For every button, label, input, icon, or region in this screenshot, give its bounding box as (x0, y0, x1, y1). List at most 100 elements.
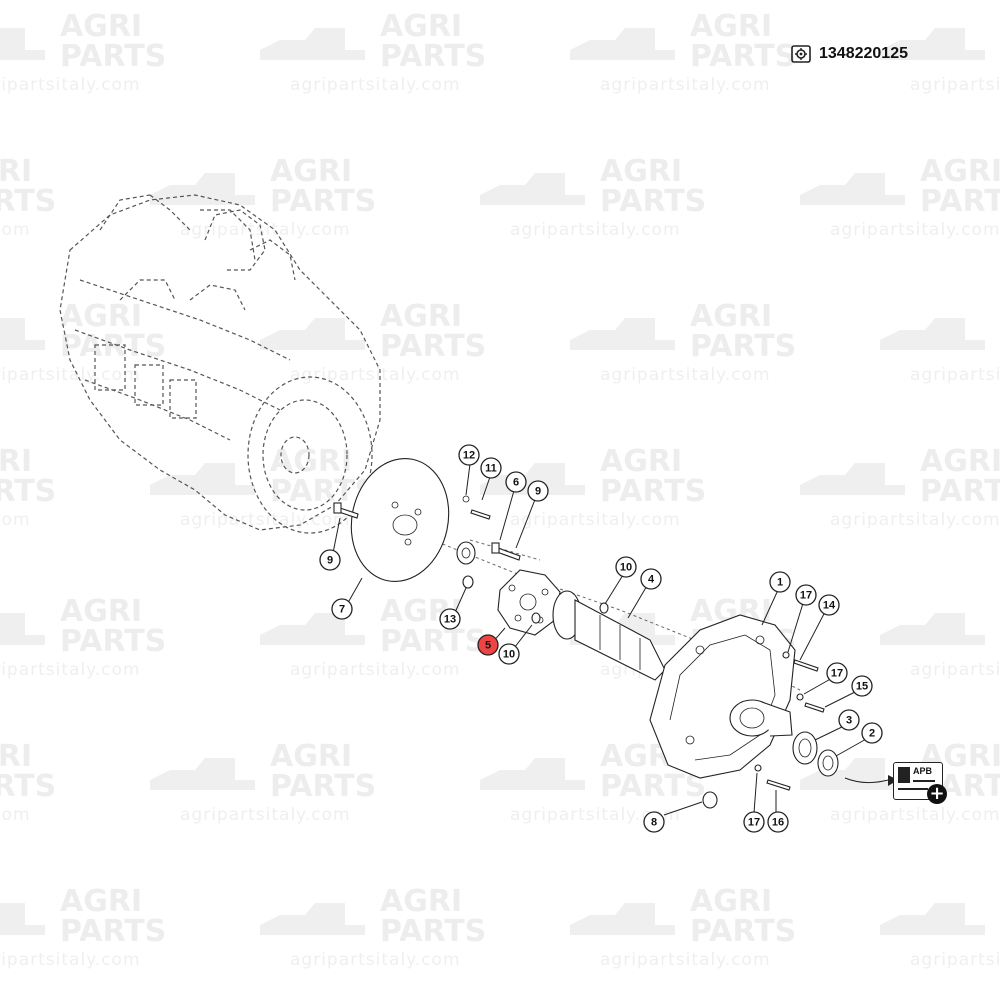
watermark-tractor-icon (260, 318, 365, 350)
watermark-url: agripartsitaly.com (600, 365, 771, 385)
watermark-url: agripartsitaly.com (0, 950, 141, 970)
watermark-url: agripartsitaly.com (830, 220, 1000, 240)
watermark-tractor-icon (0, 613, 45, 645)
callout-label: 10 (620, 562, 632, 574)
watermark-tractor-icon (0, 28, 45, 60)
watermark-line1: AGRI (690, 884, 772, 919)
callout-11[interactable]: 11 (480, 457, 502, 479)
callout-16[interactable]: 16 (767, 811, 789, 833)
watermark-url: agripartsitaly.com (180, 805, 351, 825)
watermark-line1: AGRI (380, 9, 462, 44)
watermark-url: agripartsitaly.com (0, 365, 141, 385)
callout-9[interactable]: 9 (319, 549, 341, 571)
watermark-line1: AGRI (380, 884, 462, 919)
watermark-line1: AGRI (690, 299, 772, 334)
watermark-line1: AGRI (380, 299, 462, 334)
watermark-line1: AGRI (920, 154, 1000, 189)
watermark-line2: PARTS (690, 39, 796, 74)
watermark-url: agripartsitaly.com (510, 510, 681, 530)
callout-label: 12 (463, 450, 475, 462)
callout-17[interactable]: 17 (743, 811, 765, 833)
callout-8[interactable]: 8 (643, 811, 665, 833)
watermark-line2: PARTS (690, 329, 796, 364)
pump-housing (649, 614, 796, 779)
callout-label: 5 (485, 640, 491, 652)
part-number: 1348220125 (819, 45, 908, 62)
apb-badge-text: APB (913, 766, 933, 776)
watermark-line2: PARTS (920, 184, 1000, 219)
badge-arrow (844, 777, 889, 784)
callout-2[interactable]: 2 (861, 722, 883, 744)
callout-13[interactable]: 13 (439, 608, 461, 630)
callout-label: 17 (748, 817, 760, 829)
watermark-line2: PARTS (60, 914, 166, 949)
plug (702, 791, 718, 809)
callout-circle (826, 662, 848, 684)
callout-circle (477, 634, 499, 656)
callout-circle (505, 471, 527, 493)
nut-left (531, 612, 541, 624)
watermark-line2: PARTS (380, 329, 486, 364)
callout-12[interactable]: 12 (458, 444, 480, 466)
callout-circle (767, 811, 789, 833)
watermark-line1: AGRI (600, 444, 682, 479)
callout-4[interactable]: 4 (640, 568, 662, 590)
callout-3[interactable]: 3 (838, 709, 860, 731)
screw-15 (804, 702, 825, 713)
callout-5[interactable]: 5 (477, 634, 499, 656)
watermark-line2: PARTS (920, 474, 1000, 509)
watermark-line1: AGRI (270, 739, 352, 774)
callout-label: 15 (856, 681, 868, 693)
watermark-url: agripartsitaly.com (510, 220, 681, 240)
callout-circle (439, 608, 461, 630)
callout-circle (795, 584, 817, 606)
watermark-tractor-icon (880, 318, 985, 350)
watermark-tractor-icon (150, 173, 255, 205)
callout-circle (851, 675, 873, 697)
callout-6[interactable]: 6 (505, 471, 527, 493)
callout-circle (643, 811, 665, 833)
watermark-tractor-icon (880, 28, 985, 60)
add-plus-icon[interactable]: + (927, 784, 947, 804)
watermark-url: agripartsitaly.com (830, 805, 1000, 825)
watermark-line2: PARTS (380, 624, 486, 659)
callout-circle (331, 598, 353, 620)
watermark-url: agripartsitaly.com (180, 510, 351, 530)
callout-label: 9 (327, 555, 333, 567)
callout-9[interactable]: 9 (527, 480, 549, 502)
watermark-url: agripartsitaly.com (910, 950, 1000, 970)
callout-7[interactable]: 7 (331, 598, 353, 620)
watermark-line2: PARTS (270, 769, 376, 804)
add-to-list-button[interactable]: APB + (893, 762, 947, 806)
callout-circle (480, 457, 502, 479)
callout-17[interactable]: 17 (795, 584, 817, 606)
watermark-line2: PARTS (0, 474, 56, 509)
callout-label: 17 (800, 590, 812, 602)
callout-1[interactable]: 1 (769, 571, 791, 593)
watermark-line1: AGRI (60, 299, 142, 334)
watermark-url: agripartsitaly.com (910, 660, 1000, 680)
callout-10[interactable]: 10 (615, 556, 637, 578)
callout-label: 7 (339, 604, 345, 616)
watermark-url: agripartsitaly.com (180, 220, 351, 240)
callout-label: 14 (823, 600, 836, 612)
callout-15[interactable]: 15 (851, 675, 873, 697)
watermark-line2: PARTS (0, 184, 56, 219)
screw-11 (462, 495, 491, 520)
callout-10[interactable]: 10 (498, 643, 520, 665)
callout-14[interactable]: 14 (818, 594, 840, 616)
callout-label: 4 (648, 574, 655, 586)
watermark-tractor-icon (150, 463, 255, 495)
watermark-tractor-icon (570, 318, 675, 350)
watermark-url: agripartsitaly.com (600, 950, 771, 970)
badge-line-1 (913, 780, 935, 782)
callout-17[interactable]: 17 (826, 662, 848, 684)
